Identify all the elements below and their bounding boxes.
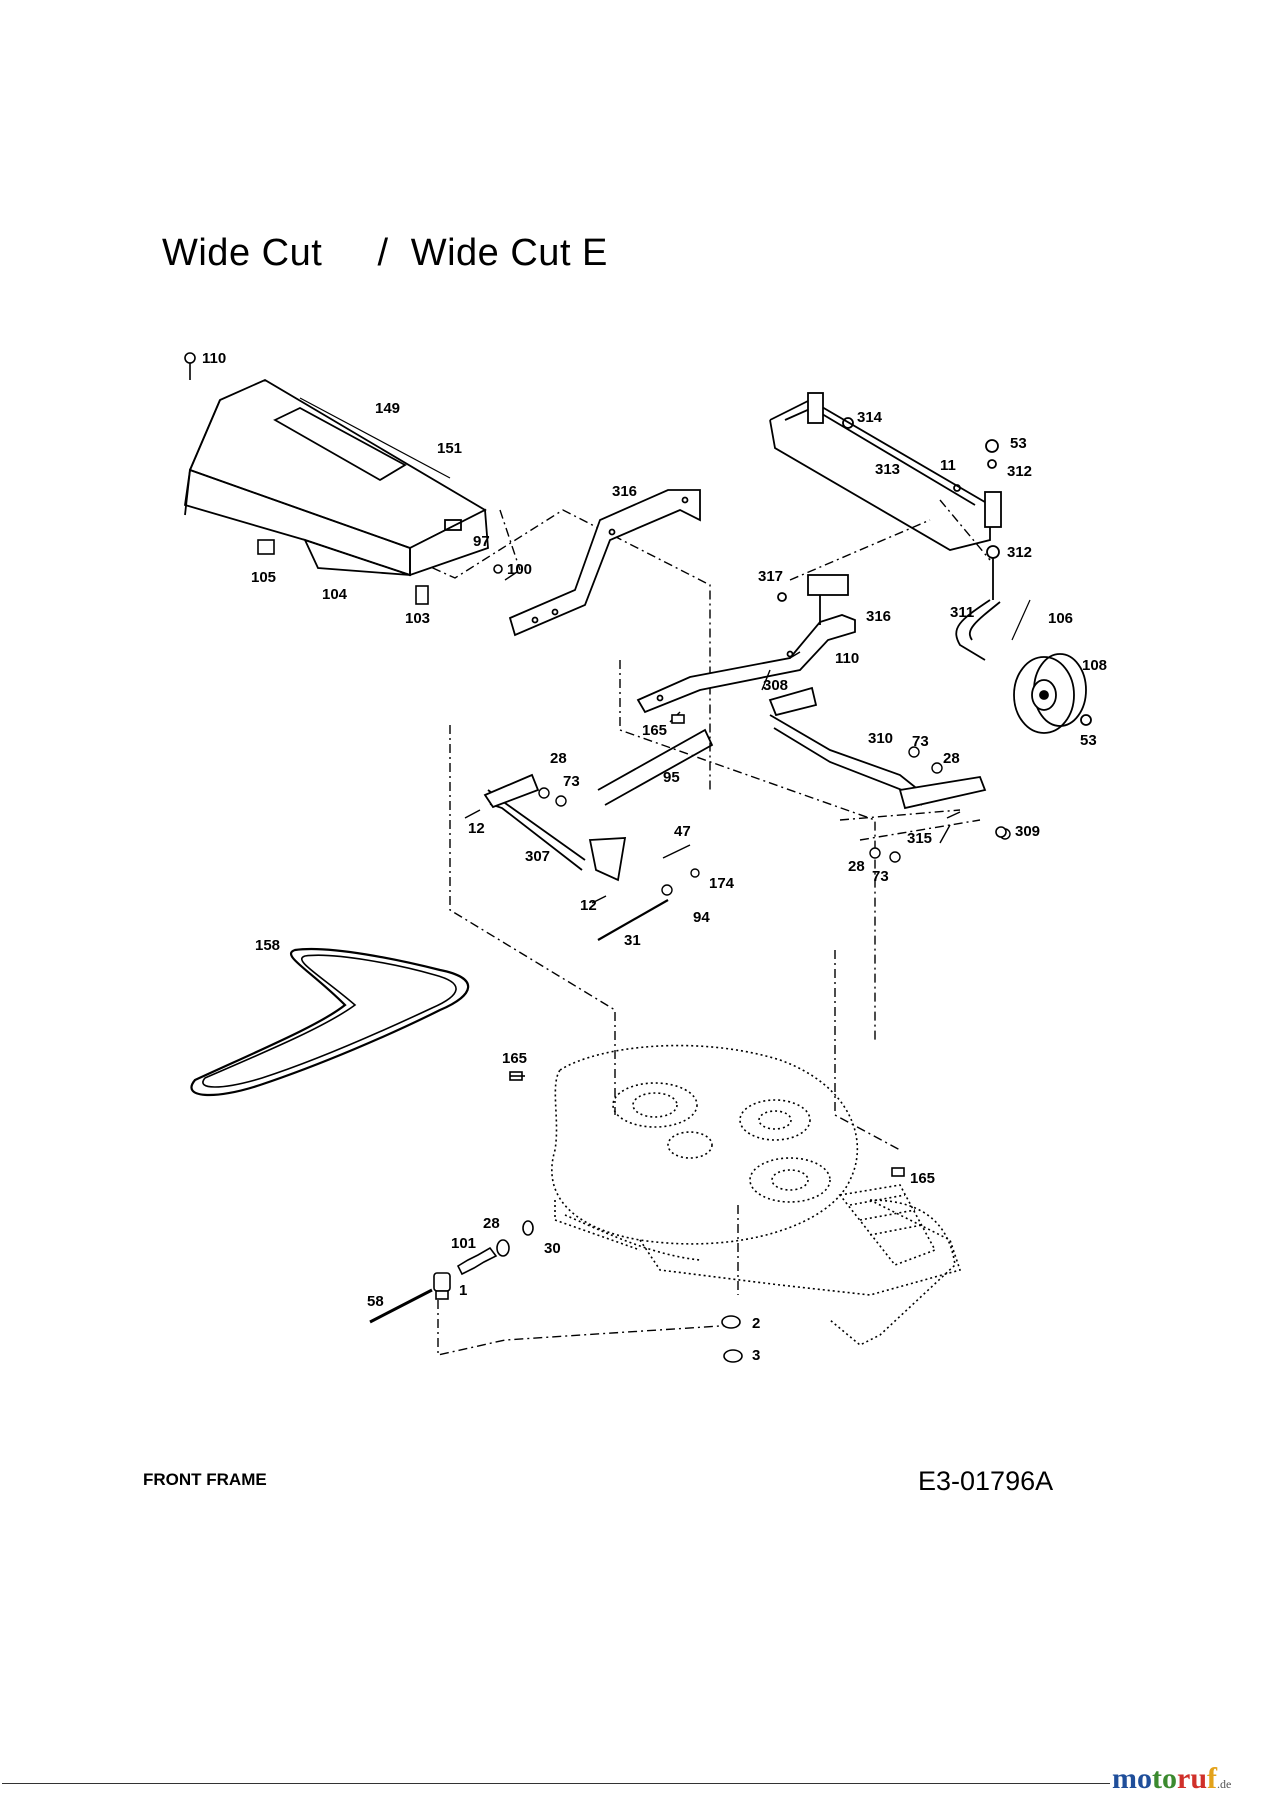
- callout-309: 309: [1015, 823, 1040, 840]
- callout-313: 313: [875, 461, 900, 478]
- callout-12: 12: [468, 820, 485, 837]
- page-title: Wide Cut / Wide Cut E: [162, 232, 608, 274]
- callout-316: 316: [612, 483, 637, 500]
- callout-312: 312: [1007, 463, 1032, 480]
- caster-wheel-assembly: [955, 599, 1092, 734]
- callout-158: 158: [255, 937, 280, 954]
- callout-312: 312: [1007, 544, 1032, 561]
- callout-149: 149: [375, 400, 400, 417]
- section-caption: FRONT FRAME: [143, 1470, 267, 1489]
- callout-28: 28: [943, 750, 960, 767]
- callout-47: 47: [674, 823, 691, 840]
- callout-105: 105: [251, 569, 276, 586]
- callout-28: 28: [550, 750, 567, 767]
- callout-317: 317: [758, 568, 783, 585]
- callout-28: 28: [483, 1215, 500, 1232]
- callout-12: 12: [580, 897, 597, 914]
- callout-110: 110: [835, 650, 859, 667]
- callout-315: 315: [907, 830, 932, 847]
- callout-11: 11: [940, 457, 956, 474]
- drive-belt: [190, 947, 470, 1097]
- callout-labels: 110 149 151 97 105 104 103 100 316 314 5…: [202, 350, 1107, 1364]
- callout-97: 97: [473, 533, 490, 550]
- lift-arm-left: [508, 489, 701, 637]
- callout-310: 310: [868, 730, 893, 747]
- callout-106: 106: [1048, 610, 1073, 627]
- callout-151: 151: [437, 440, 462, 457]
- lower-hardware: [369, 714, 1007, 1363]
- callout-31: 31: [624, 932, 641, 949]
- callout-53: 53: [1080, 732, 1097, 749]
- callout-110: 110: [202, 350, 226, 367]
- callout-53: 53: [1010, 435, 1027, 452]
- callout-28: 28: [848, 858, 865, 875]
- callout-94: 94: [693, 909, 710, 926]
- hardware-small-parts-top: [184, 352, 503, 605]
- callout-1: 1: [459, 1282, 467, 1299]
- callout-73: 73: [872, 868, 889, 885]
- assembly-guide-lines: [414, 499, 991, 1356]
- callout-311: 311: [950, 604, 974, 621]
- drawing-number: E3-01796A: [918, 1466, 1054, 1496]
- callout-100: 100: [507, 561, 532, 578]
- callout-95: 95: [663, 769, 680, 786]
- callout-103: 103: [405, 610, 430, 627]
- callout-165: 165: [642, 722, 667, 739]
- deck-shroud-assembly: [183, 378, 489, 577]
- site-logo[interactable]: motoruf.de: [1112, 1762, 1232, 1795]
- callout-73: 73: [912, 733, 929, 750]
- front-axle-bracket: [769, 392, 1002, 600]
- mower-deck: [551, 1044, 962, 1346]
- callout-2: 2: [752, 1315, 760, 1332]
- callout-174: 174: [709, 875, 735, 892]
- callout-73: 73: [563, 773, 580, 790]
- callout-58: 58: [367, 1293, 384, 1310]
- callout-307: 307: [525, 848, 550, 865]
- callout-165: 165: [502, 1050, 527, 1067]
- footer-divider: [2, 1783, 1110, 1784]
- callout-316: 316: [866, 608, 891, 625]
- callout-30: 30: [544, 1240, 561, 1257]
- lift-arm-right: [636, 574, 856, 714]
- callout-3: 3: [752, 1347, 760, 1364]
- callout-104: 104: [322, 586, 348, 603]
- callout-308: 308: [763, 677, 788, 694]
- rod-hardware: [464, 571, 1011, 941]
- callout-101: 101: [451, 1235, 476, 1252]
- lift-shafts: [483, 686, 987, 882]
- callout-314: 314: [857, 409, 883, 426]
- callout-108: 108: [1082, 657, 1107, 674]
- callout-165: 165: [910, 1170, 935, 1187]
